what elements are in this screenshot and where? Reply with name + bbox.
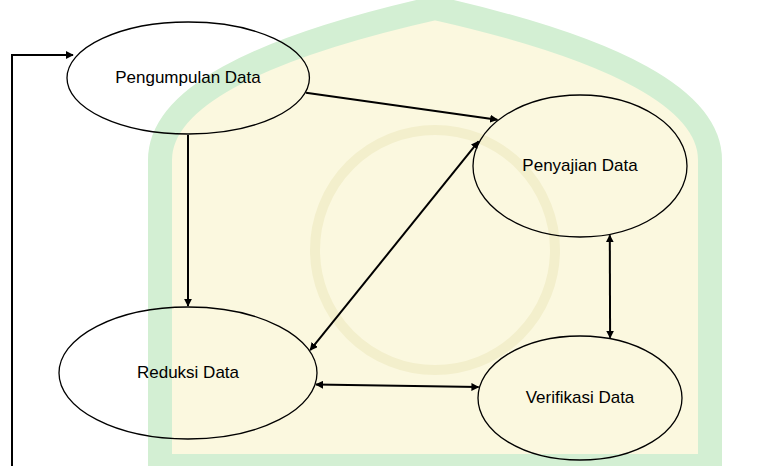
node-label: Verifikasi Data: [520, 388, 641, 408]
process-ellipse: Pengumpulan Data: [66, 21, 310, 135]
node-label: Pengumpulan Data: [109, 68, 267, 88]
feedback-line: [12, 55, 73, 466]
process-ellipse: Verifikasi Data: [477, 335, 683, 461]
connector-arrow: [609, 235, 611, 338]
connector-arrow: [310, 141, 478, 350]
connector-arrow: [187, 135, 189, 306]
process-ellipse: Penyajian Data: [472, 94, 688, 238]
connector-arrow: [316, 385, 479, 388]
node-label: Penyajian Data: [516, 156, 643, 176]
process-ellipse: Reduksi Data: [58, 306, 318, 440]
connector-arrow: [306, 93, 497, 120]
node-label: Reduksi Data: [131, 363, 245, 383]
